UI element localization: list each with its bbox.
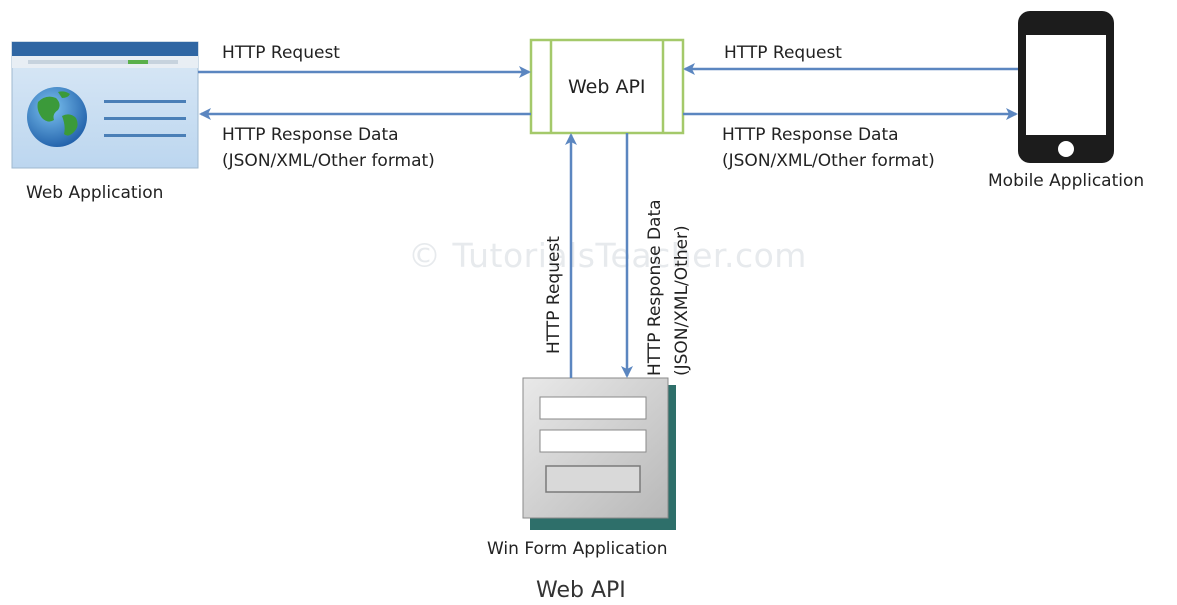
right-request-label: HTTP Request bbox=[724, 43, 842, 63]
mobile-phone-icon bbox=[1018, 11, 1114, 163]
left-response-label-1: HTTP Response Data bbox=[222, 125, 399, 145]
bottom-response-label-1: HTTP Response Data bbox=[645, 199, 665, 376]
left-response-label-2: (JSON/XML/Other format) bbox=[222, 151, 435, 171]
left-request-label: HTTP Request bbox=[222, 43, 340, 63]
right-response-label-2: (JSON/XML/Other format) bbox=[722, 151, 935, 171]
right-response-label-1: HTTP Response Data bbox=[722, 125, 899, 145]
watermark: © TutorialsTeacher.com bbox=[408, 236, 807, 275]
diagram-caption: Web API bbox=[536, 578, 626, 603]
bottom-response-label-2: (JSON/XML/Other) bbox=[672, 225, 692, 376]
win-form-application-label: Win Form Application bbox=[487, 539, 668, 559]
web-application-icon bbox=[11, 41, 199, 169]
mobile-application-label: Mobile Application bbox=[988, 171, 1145, 191]
web-application-label: Web Application bbox=[26, 183, 164, 203]
web-api-title: Web API bbox=[568, 76, 646, 98]
web-api-node bbox=[529, 38, 685, 135]
win-form-icon bbox=[522, 377, 676, 530]
bottom-request-label: HTTP Request bbox=[544, 236, 564, 354]
